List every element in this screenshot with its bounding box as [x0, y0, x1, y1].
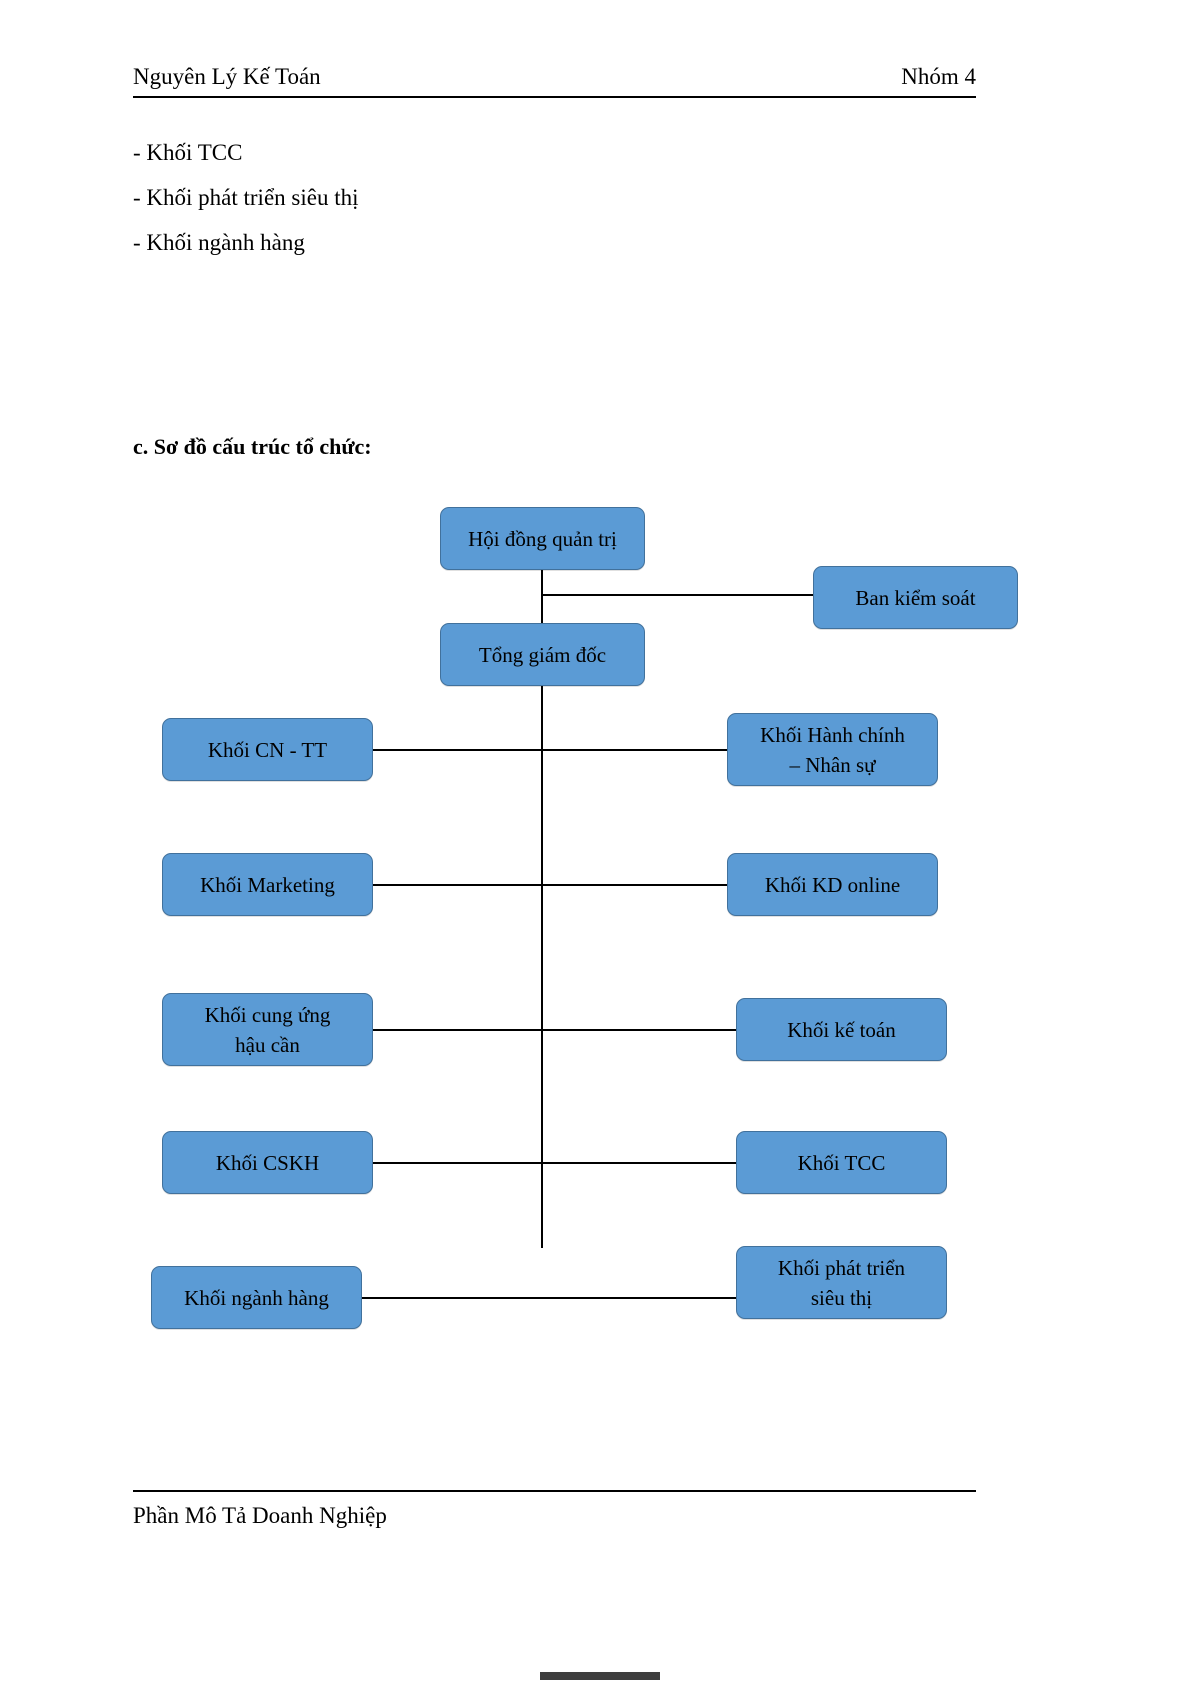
org-node-hoi-dong-quan-tri[interactable]: Hội đồng quản trị	[440, 507, 645, 570]
org-node-tong-giam-doc[interactable]: Tổng giám đốc	[440, 623, 645, 686]
org-node-label: Hội đồng quản trị	[468, 526, 617, 551]
org-node-khoi-phat-trien-sieu-thi[interactable]: Khối phát triển siêu thị	[736, 1246, 947, 1319]
header-title-left: Nguyên Lý Kế Toán	[133, 64, 321, 89]
org-node-khoi-cn-tt[interactable]: Khối CN - TT	[162, 718, 373, 781]
org-node-label: Khối Marketing	[200, 872, 335, 897]
list-item: - Khối TCC	[133, 140, 243, 165]
org-node-khoi-ke-toan[interactable]: Khối kế toán	[736, 998, 947, 1061]
org-node-khoi-cskh[interactable]: Khối CSKH	[162, 1131, 373, 1194]
list-item: - Khối ngành hàng	[133, 230, 305, 255]
org-node-label: Khối TCC	[797, 1150, 886, 1175]
org-node-label: Khối kế toán	[787, 1017, 896, 1042]
org-node-label: Khối cung ứng hậu cần	[204, 1002, 331, 1057]
org-node-khoi-kd-online[interactable]: Khối KD online	[727, 853, 938, 916]
org-node-khoi-tcc[interactable]: Khối TCC	[736, 1131, 947, 1194]
org-node-khoi-nganh-hang[interactable]: Khối ngành hàng	[151, 1266, 362, 1329]
header-divider	[133, 96, 976, 98]
org-node-label: Khối CN - TT	[207, 737, 328, 762]
running-header: Nguyên Lý Kế Toán Nhóm 4	[133, 62, 976, 102]
footer-label: Phần Mô Tả Doanh Nghiệp	[133, 1503, 387, 1528]
org-node-khoi-hanh-chinh-nhan-su[interactable]: Khối Hành chính – Nhân sự	[727, 713, 938, 786]
section-heading: c. Sơ đồ cấu trúc tổ chức:	[133, 434, 372, 459]
org-node-label: Ban kiểm soát	[855, 585, 976, 610]
header-title-right: Nhóm 4	[901, 64, 976, 89]
org-node-khoi-cung-ung-hau-can[interactable]: Khối cung ứng hậu cần	[162, 993, 373, 1066]
org-node-label: Tổng giám đốc	[478, 642, 607, 667]
org-node-khoi-marketing[interactable]: Khối Marketing	[162, 853, 373, 916]
org-node-ban-kiem-soat[interactable]: Ban kiểm soát	[813, 566, 1018, 629]
page-edge-artifact	[540, 1672, 660, 1680]
org-node-label: Khối KD online	[764, 872, 901, 897]
org-node-label: Khối CSKH	[215, 1150, 320, 1175]
list-item: - Khối phát triển siêu thị	[133, 185, 359, 210]
bullet-list: - Khối TCC - Khối phát triển siêu thị - …	[133, 130, 833, 265]
footer-divider	[133, 1490, 976, 1492]
org-node-label: Khối ngành hàng	[184, 1285, 329, 1310]
org-node-label: Khối Hành chính – Nhân sự	[760, 722, 905, 777]
org-node-label: Khối phát triển siêu thị	[777, 1255, 906, 1310]
